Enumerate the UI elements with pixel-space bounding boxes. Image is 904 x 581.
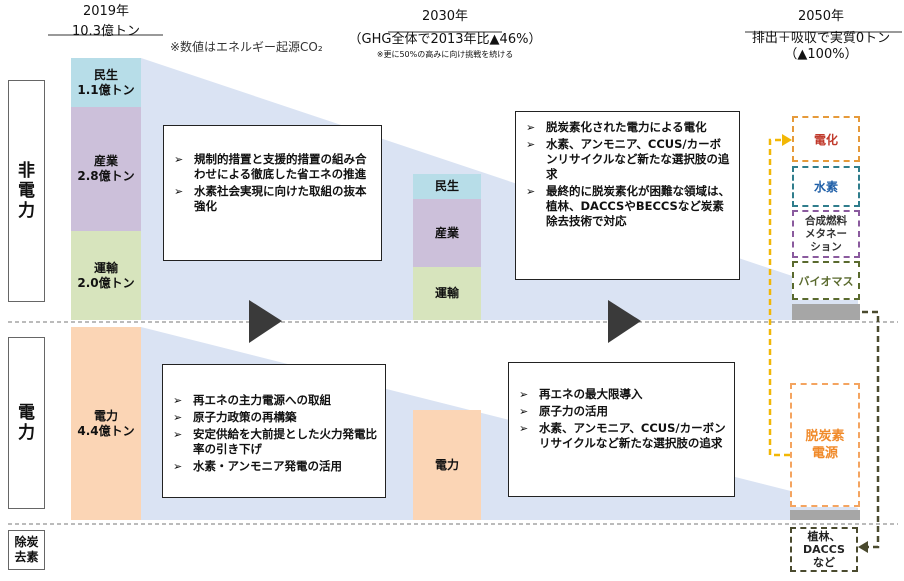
note-2030: ※更に50%の高みに向け挑戦を続ける xyxy=(376,50,514,59)
header-2050: 2050年 排出＋吸収で実質0トン （▲100%） xyxy=(738,9,904,63)
bar-2030-transport-name: 運輸 xyxy=(434,286,459,300)
arrow-head-icon xyxy=(782,134,792,146)
bar-2019-transport-value: 2.0億トン xyxy=(77,275,135,290)
option-biomass: バイオマス xyxy=(792,261,860,300)
target-2030: （GHG全体で2013年比▲46%） xyxy=(348,32,542,47)
bar-2019-residential: 民生 1.1億トン xyxy=(71,58,141,107)
side-label-removal: 除炭 去素 xyxy=(8,530,45,570)
reduction-2050: （▲100%） xyxy=(784,47,858,62)
year-2030: 2030年 xyxy=(421,9,469,24)
option-decarbonized-power: 脱炭素 電源 xyxy=(790,383,860,507)
bar-2019-residential-value: 1.1億トン xyxy=(77,82,135,97)
option-synthetic-fuel-label: 合成燃料 メタネー ション xyxy=(805,214,847,253)
bar-2019-power-name: 電力 xyxy=(93,408,118,423)
policy-box-non-power-2030: 規制的措置と支援的措置の組み合わせによる徹底した省エネの推進 水素社会実現に向け… xyxy=(163,125,382,261)
year-2050: 2050年 xyxy=(797,9,845,24)
option-electrification-label: 電化 xyxy=(813,132,838,147)
play-arrow-icon xyxy=(249,300,282,343)
policy-item: 再エネの主力電源への取組 xyxy=(171,393,377,408)
bar-2019-industry-name: 産業 xyxy=(93,154,118,168)
electrification-arrow xyxy=(768,138,790,457)
header-2019: 2019年 10.3億トン xyxy=(48,4,164,40)
policy-item: 水素、アンモニア、CCUS/カーボンリサイクルなど新たな選択肢の追求 xyxy=(517,421,726,451)
policy-item: 安定供給を大前提とした火力発電比率の引き下げ xyxy=(171,427,377,457)
policy-list: 再エネの主力電源への取組 原子力政策の再構築 安定供給を大前提とした火力発電比率… xyxy=(171,393,377,474)
policy-list: 規制的措置と支援的措置の組み合わせによる徹底した省エネの推進 水素社会実現に向け… xyxy=(172,152,373,214)
total-2019: 10.3億トン xyxy=(72,24,140,39)
bar-2019-power-value: 4.4億トン xyxy=(77,423,135,438)
policy-box-power-2050: 再エネの最大限導入 原子力の活用 水素、アンモニア、CCUS/カーボンリサイクル… xyxy=(508,362,735,497)
target-2050: 排出＋吸収で実質0トン xyxy=(751,31,891,46)
residual-emission-bar-power xyxy=(790,510,860,520)
year-2019: 2019年 xyxy=(82,4,130,19)
policy-item: 水素・アンモニア発電の活用 xyxy=(171,459,377,474)
bar-2030-power-name: 電力 xyxy=(434,457,459,472)
policy-item: 再エネの最大限導入 xyxy=(517,387,726,402)
bar-2030-power: 電力 xyxy=(413,410,481,520)
residual-emission-bar-non-power xyxy=(792,304,860,320)
side-label-power: 電 力 xyxy=(8,337,45,509)
option-electrification: 電化 xyxy=(792,116,860,162)
option-biomass-label: バイオマス xyxy=(798,274,854,288)
option-hydrogen-label: 水素 xyxy=(813,180,838,194)
policy-item: 最終的に脱炭素化が困難な領域は、植林、DACCSやBECCSなど炭素除去技術で対… xyxy=(524,184,731,229)
policy-item: 原子力の活用 xyxy=(517,404,726,419)
removal-arrow xyxy=(862,310,880,549)
co2-note: ※数値はエネルギー起源CO₂ xyxy=(170,40,323,54)
bar-2030-residential: 民生 xyxy=(413,174,481,199)
option-decarbonized-power-label: 脱炭素 電源 xyxy=(805,429,845,461)
bar-2030-industry-name: 産業 xyxy=(434,225,459,240)
bar-2019-power: 電力 4.4億トン xyxy=(71,327,141,520)
bar-2030-transport: 運輸 xyxy=(413,267,481,320)
option-synthetic-fuel: 合成燃料 メタネー ション xyxy=(792,210,860,258)
arrow-head-icon xyxy=(858,541,868,553)
bar-2030-residential-name: 民生 xyxy=(434,179,459,193)
bar-2019-industry: 産業 2.8億トン xyxy=(71,107,141,231)
option-carbon-removal: 植林、 DACCS など xyxy=(790,527,858,572)
option-hydrogen: 水素 xyxy=(792,166,860,207)
policy-item: 水素社会実現に向けた取組の抜本強化 xyxy=(172,184,373,214)
bar-2019-transport-name: 運輸 xyxy=(93,260,118,275)
option-carbon-removal-label: 植林、 DACCS など xyxy=(803,530,845,569)
policy-box-power-2030: 再エネの主力電源への取組 原子力政策の再構築 安定供給を大前提とした火力発電比率… xyxy=(162,364,386,498)
policy-item: 規制的措置と支援的措置の組み合わせによる徹底した省エネの推進 xyxy=(172,152,373,182)
policy-box-non-power-2050: 脱炭素化された電力による電化 水素、アンモニア、CCUS/カーボンリサイクルなど… xyxy=(515,111,740,280)
bar-2030-industry: 産業 xyxy=(413,199,481,267)
side-label-non-power: 非 電 力 xyxy=(8,80,45,302)
bar-2019-residential-name: 民生 xyxy=(93,67,118,82)
policy-list: 再エネの最大限導入 原子力の活用 水素、アンモニア、CCUS/カーボンリサイクル… xyxy=(517,387,726,451)
bar-2019-industry-value: 2.8億トン xyxy=(77,169,135,183)
header-2030: 2030年 （GHG全体で2013年比▲46%） ※更に50%の高みに向け挑戦を… xyxy=(310,9,580,60)
policy-item: 原子力政策の再構築 xyxy=(171,410,377,425)
bar-2019-transport: 運輸 2.0億トン xyxy=(71,231,141,320)
policy-item: 水素、アンモニア、CCUS/カーボンリサイクルなど新たな選択肢の追求 xyxy=(524,137,731,182)
policy-list: 脱炭素化された電力による電化 水素、アンモニア、CCUS/カーボンリサイクルなど… xyxy=(524,120,731,229)
play-arrow-icon xyxy=(608,300,641,343)
policy-item: 脱炭素化された電力による電化 xyxy=(524,120,731,135)
